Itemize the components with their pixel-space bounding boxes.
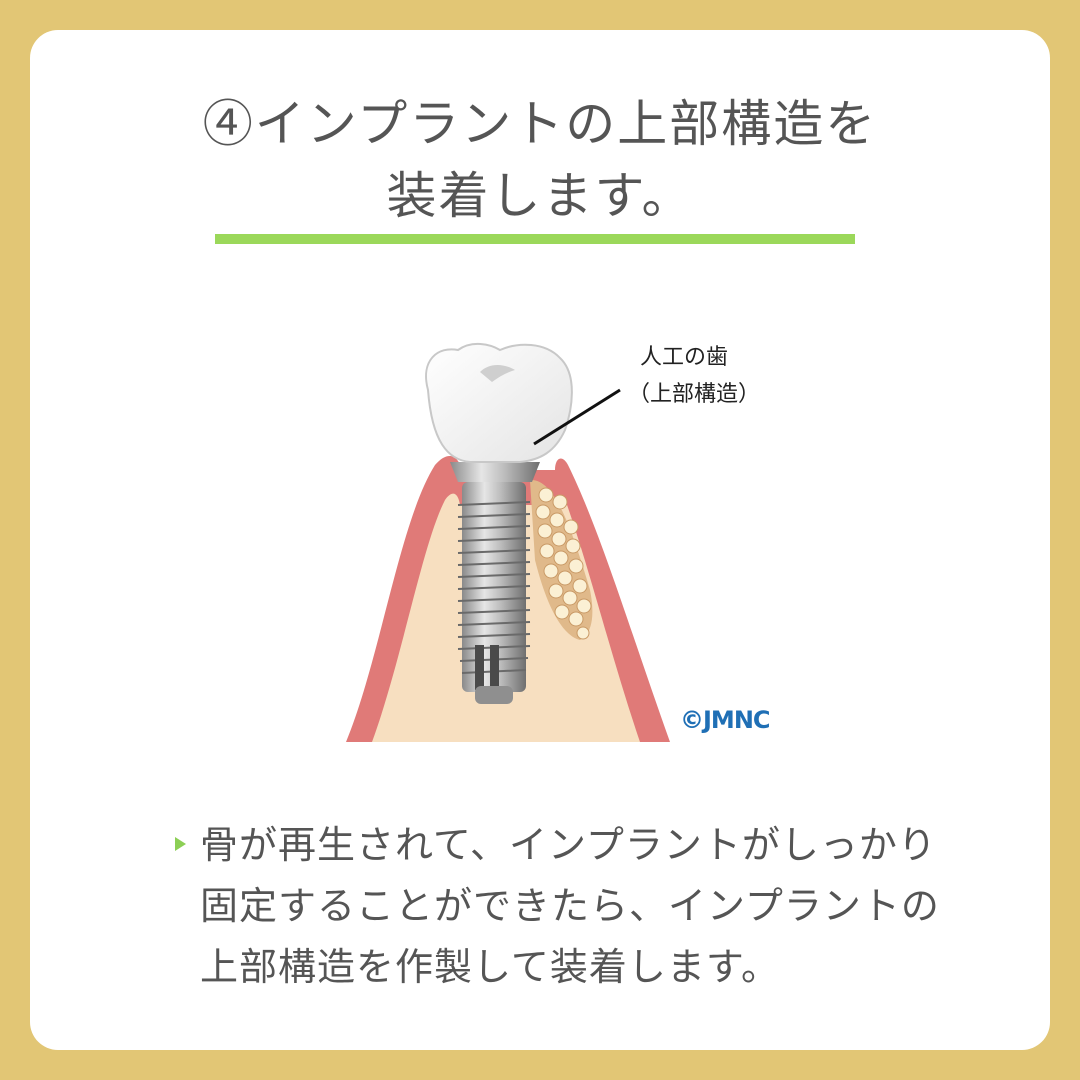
page-title-line-1: ④インプラントの上部構造を: [202, 95, 878, 153]
abutment: [450, 462, 540, 482]
description-text: 骨が再生されて、インプラントがしっかり 固定することができたら、インプラントの …: [200, 815, 940, 998]
description-line-1: 骨が再生されて、インプラントがしっかり: [200, 823, 937, 867]
crown-highlight: [480, 365, 515, 382]
label-leader-line: [533, 388, 621, 446]
page-title-line-2: 装着します。: [386, 167, 694, 225]
implant-diagram: [346, 343, 670, 742]
implant-apex-slot-1: [475, 645, 484, 690]
diagram-label-superstructure: （上部構造）: [628, 382, 761, 407]
page-title: ④インプラントの上部構造を 装着します。: [0, 88, 1080, 232]
description-line-3: 上部構造を作製して装着します。: [200, 945, 781, 989]
title-underline: [215, 234, 855, 244]
bone-graft-granules: [535, 487, 592, 640]
crown: [425, 343, 573, 463]
implant-apex-slot-2: [490, 645, 499, 690]
description-line-2: 固定することができたら、インプラントの: [200, 884, 940, 928]
diagram-label-artificial-tooth: 人工の歯: [640, 345, 729, 370]
implant-apex-tip: [475, 686, 513, 704]
copyright-mark: ©JMNC: [680, 706, 771, 734]
triangle-bullet-icon: [175, 837, 186, 851]
